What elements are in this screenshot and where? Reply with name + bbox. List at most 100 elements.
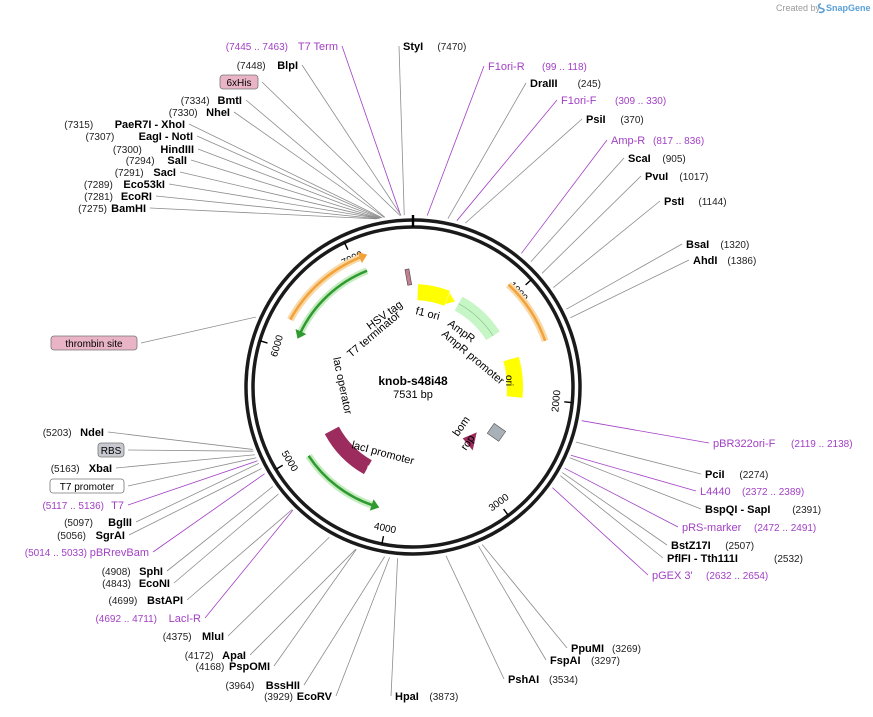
site-position: (1320) — [720, 240, 749, 251]
site-position: (7289) — [84, 180, 113, 191]
site-name: Eco53kI — [123, 179, 165, 191]
site-label-pflfi-tth111i: PflFI - Tth111I(2532) — [667, 553, 803, 565]
site-label-mlui: MluI(4375) — [163, 631, 224, 643]
leader-line — [553, 200, 661, 288]
site-name: EcoRV — [297, 691, 333, 703]
leader-line — [261, 81, 401, 216]
site-position: (3873) — [429, 692, 458, 703]
plasmid-name: knob-s48i48 — [378, 374, 448, 388]
feature-label-lac-operator: lac operator — [330, 356, 354, 416]
site-name: BssHII — [266, 680, 300, 692]
site-label-hindiii: HindIII(7300) — [113, 144, 194, 156]
rop-feature — [462, 432, 477, 451]
site-label-t7-term: T7 Term(7445 .. 7463) — [226, 41, 338, 53]
leader-line — [569, 457, 702, 510]
site-position: (99 .. 118) — [542, 62, 587, 73]
site-label-sali: SalI(7294) — [126, 155, 187, 167]
site-name: T7 — [111, 500, 124, 512]
site-label-sphi: SphI(4908) — [102, 566, 163, 578]
site-label-t7-promoter: T7 promoter — [49, 478, 125, 494]
site-label-psti: PstI(1144) — [664, 196, 727, 208]
green-arc-left — [298, 269, 368, 334]
orange-arc-left-arrow — [357, 251, 368, 264]
site-position: (817 .. 836) — [653, 136, 704, 147]
site-name: pRS-marker — [682, 522, 742, 534]
leader-line — [335, 557, 390, 697]
site-name: pBRrevBam — [90, 547, 149, 559]
site-name: PvuI — [645, 171, 668, 183]
site-label-pbr322ori-f: pBR322ori-F(2119 .. 2138) — [713, 438, 853, 450]
site-name: MluI — [202, 631, 224, 643]
site-label-pbrrevbam: pBRrevBam(5014 .. 5033) — [25, 547, 149, 559]
orange-arc-right — [507, 283, 547, 342]
site-position: (3269) — [612, 644, 641, 655]
green-arc-left-arrow — [295, 328, 307, 339]
site-label-ecori: EcoRI(7281) — [84, 191, 152, 203]
site-name: EcoNI — [139, 578, 170, 590]
site-name: PstI — [664, 196, 684, 208]
site-position: (905) — [662, 154, 685, 165]
ampr-outline — [458, 303, 494, 336]
leader-line — [481, 544, 568, 649]
site-position: (2391) — [792, 505, 821, 516]
leader-line — [188, 123, 383, 219]
feature-name: T7 promoter — [60, 482, 115, 493]
feature-name: thrombin site — [65, 339, 123, 350]
feature-box — [219, 74, 259, 90]
site-label-bspqi-sapi: BspQI - SapI(2391) — [705, 504, 821, 516]
ruler-tick — [275, 464, 284, 470]
site-name: EagI - NotI — [139, 131, 193, 143]
leader-line — [152, 473, 265, 553]
site-label-draiii: DraIII(245) — [530, 78, 601, 90]
site-position: (370) — [620, 115, 643, 126]
leader-line — [390, 558, 398, 697]
leader-line — [107, 431, 253, 450]
ruler-tick — [525, 279, 533, 286]
site-label-bstz17i: BstZ17I(2507) — [671, 540, 754, 552]
label-leader-lines — [107, 45, 710, 697]
site-label-sgrai: SgrAI(5056) — [57, 530, 125, 542]
site-label-bstapi: BstAPI(4699) — [108, 595, 183, 607]
ruler-tick — [343, 242, 349, 250]
ruler-tick — [259, 340, 268, 344]
feature-name: 6xHis — [226, 78, 251, 89]
leader-line — [127, 460, 258, 506]
leader-line — [149, 207, 377, 220]
site-name: PflFI - Tth111I — [667, 553, 738, 565]
leader-line — [541, 175, 642, 274]
green-arc-bottom-arrow — [369, 499, 380, 511]
leader-line — [190, 159, 380, 219]
leader-line — [245, 99, 386, 218]
site-name: BglII — [108, 517, 132, 529]
site-label-eco53ki: Eco53kI (7289) — [84, 179, 165, 191]
leader-line — [570, 259, 690, 319]
site-name: pBR322ori-F — [713, 438, 776, 450]
leader-line — [179, 171, 379, 219]
credit-brand: SnapGene — [826, 3, 871, 13]
site-position: (3929) — [264, 692, 293, 703]
site-position: (7334) — [181, 96, 210, 107]
ruler-label: 5000 — [279, 449, 300, 474]
site-label-bmti: BmtI(7334) — [181, 95, 242, 107]
leader-line — [186, 509, 293, 601]
ruler-label: 4000 — [373, 521, 397, 536]
site-label-f1ori-f: F1ori-F(309 .. 330) — [561, 95, 666, 107]
site-position: (4692 .. 4711) — [95, 614, 157, 625]
site-name: HindIII — [160, 144, 194, 156]
credit-text: Created by — [776, 3, 821, 13]
site-label-f1ori-r: F1ori-R(99 .. 118) — [488, 61, 587, 73]
site-name: BlpI — [277, 60, 298, 72]
site-position: (7315) — [64, 120, 93, 131]
site-name: SacI — [153, 167, 176, 179]
site-name: ApaI — [222, 650, 246, 662]
orange-arc-left-glow — [287, 253, 363, 322]
leader-line — [561, 472, 668, 546]
site-position: (7281) — [84, 192, 113, 203]
site-label-eagi-noti: EagI - NotI(7307) — [85, 131, 193, 143]
feature-label-ori: ori — [503, 375, 514, 386]
ori-feature — [503, 356, 523, 398]
feature-name: RBS — [101, 446, 122, 457]
site-name: PspOMI — [229, 661, 270, 673]
site-label-ndei: NdeI(5203) — [43, 427, 104, 439]
